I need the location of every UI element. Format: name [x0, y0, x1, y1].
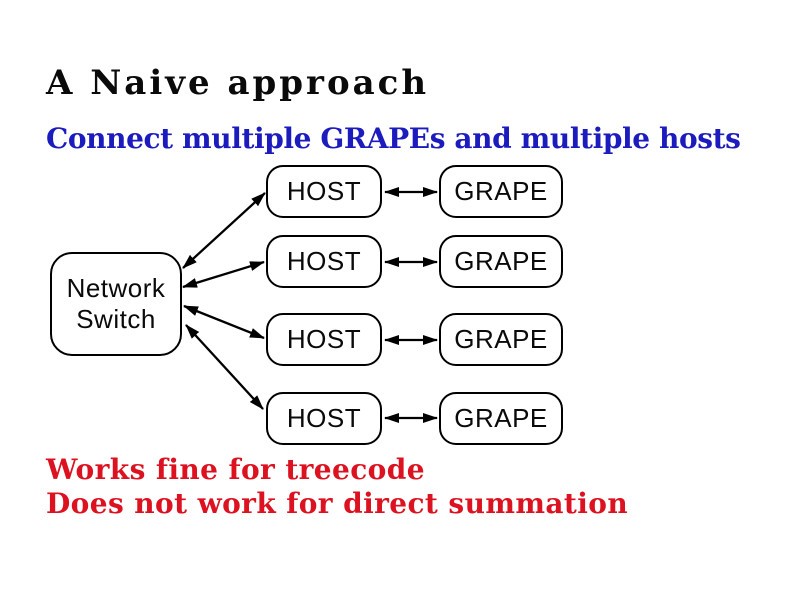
grape-label: GRAPE — [454, 246, 548, 276]
host-label: HOST — [286, 403, 362, 433]
host-box-2: HOST — [266, 235, 382, 288]
arrow-switch-host-2 — [182, 260, 265, 289]
host-label: HOST — [286, 176, 362, 206]
slide-title: A Naive approach — [46, 63, 430, 103]
arrow-switch-host-3 — [183, 304, 265, 340]
arrow-switch-host-4 — [185, 324, 264, 410]
arrow-switch-host-1 — [182, 192, 266, 269]
network-switch-label-line2: Switch — [76, 304, 156, 334]
host-box-3: HOST — [266, 313, 382, 366]
host-label: HOST — [286, 246, 362, 276]
host-box-1: HOST — [266, 165, 382, 218]
grape-box-4: GRAPE — [439, 392, 563, 445]
grape-box-3: GRAPE — [439, 313, 563, 366]
slide-subtitle: Connect multiple GRAPEs and multiple hos… — [46, 122, 741, 155]
grape-label: GRAPE — [454, 176, 548, 206]
conclusion-text: Works fine for treecode Does not work fo… — [46, 453, 628, 521]
grape-box-1: GRAPE — [439, 165, 563, 218]
host-label: HOST — [286, 324, 362, 354]
network-switch-box: Network Switch — [50, 252, 182, 356]
host-box-4: HOST — [266, 392, 382, 445]
conclusion-line-1: Works fine for treecode — [46, 453, 425, 486]
conclusion-line-2: Does not work for direct summation — [46, 487, 629, 520]
network-switch-label-line1: Network — [66, 273, 166, 303]
grape-box-2: GRAPE — [439, 235, 563, 288]
grape-label: GRAPE — [454, 403, 548, 433]
grape-label: GRAPE — [454, 324, 548, 354]
